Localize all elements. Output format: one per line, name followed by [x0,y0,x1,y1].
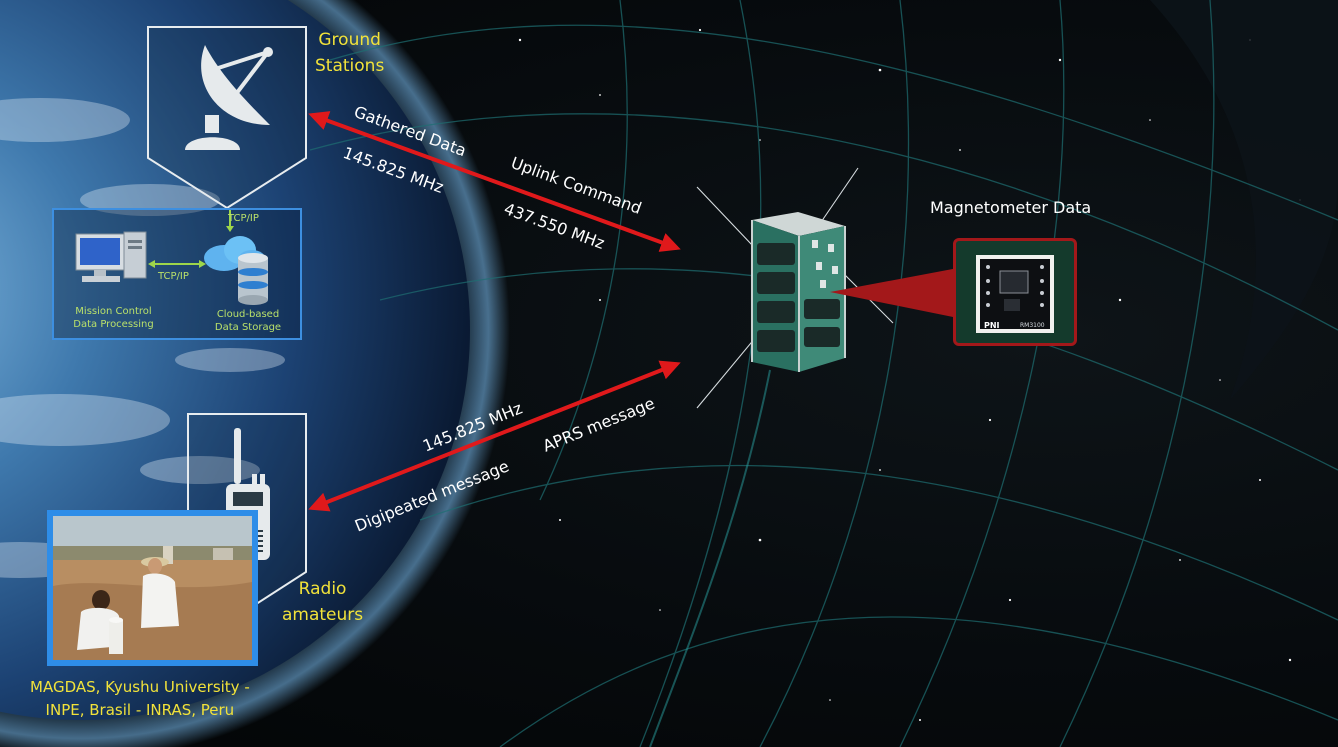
computer-icon [75,231,147,282]
cubesat [751,212,846,372]
radio-amateurs-label: Radio amateurs [282,579,364,625]
ground-station-shield [147,26,307,210]
field-team-caption: MAGDAS, Kyushu University - INPE, Brasil… [30,678,250,719]
chip-label: RM3100 [1020,322,1045,329]
database-icon [238,253,268,305]
satellite-dish-icon [185,45,273,150]
magnetometer-board: PNI RM3100 [953,238,1077,346]
magnetometer-title: Magnetometer Data [930,198,1092,217]
field-team-photo [47,510,258,666]
radio-link-arrow [308,360,681,512]
mission-control-label: Mission Control Data Processing [73,306,154,330]
magnetometer-callout [830,268,958,318]
tcp-ip-vertical-label: TCP/IP [228,213,259,224]
ground-link-arrow [308,111,681,252]
cloud-storage-label: Cloud-based Data Storage [214,309,282,333]
ground-stations-label: Ground Stations [315,30,385,76]
pni-logo: PNI [984,321,1000,330]
tcp-ip-horizontal-label: TCP/IP [158,271,189,282]
ground-network-panel: TCP/IP TCP/IP Mission Control Data Proce… [52,208,302,340]
